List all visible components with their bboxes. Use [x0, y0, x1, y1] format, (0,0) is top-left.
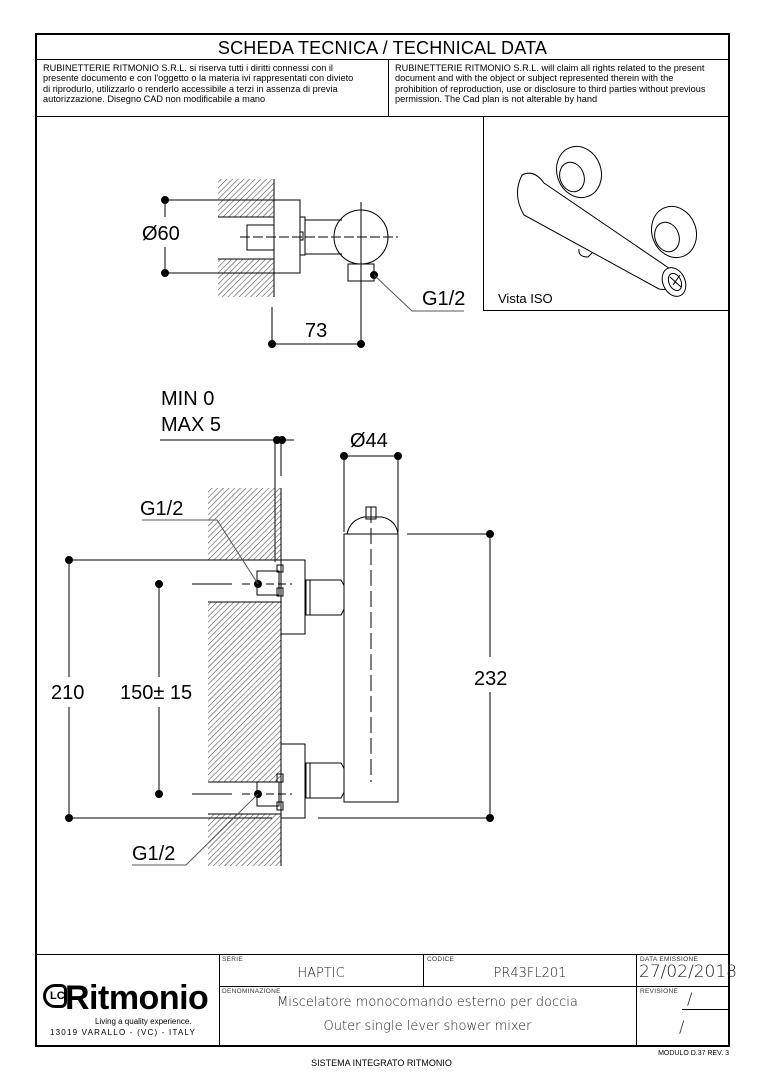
title-block: LC Ritmonio Living a quality experience.… [37, 954, 737, 1046]
denominazione-cell: DENOMINAZIONE Miscelatore monocomando es… [219, 987, 637, 1046]
front-wall-hatch-lower [208, 814, 281, 866]
front-view [65, 436, 494, 866]
min-label: MIN 0 [161, 388, 214, 410]
top-diameter-label: Ø60 [142, 223, 180, 245]
revision-value: / [687, 989, 693, 1008]
iso-view-label: Vista ISO [498, 291, 553, 306]
upper-connection-label: G1/2 [140, 498, 183, 520]
serie-value: HAPTIC [297, 966, 345, 981]
top-wall-hatch-lower [218, 259, 274, 297]
issue-date-value: 27/02/2018 [639, 962, 737, 982]
top-connection-label: G1/2 [422, 288, 465, 310]
upper-rosette [280, 559, 306, 635]
iso-view-drawing [517, 145, 698, 297]
revision-underline [682, 1009, 728, 1010]
logo-tagline: Living a quality experience. [95, 1017, 192, 1026]
iso-view-panel: Vista ISO [483, 117, 728, 311]
body-diameter-label: Ø44 [350, 430, 388, 452]
top-view [161, 179, 464, 348]
center-distance-label: 150± 15 [120, 682, 192, 704]
top-depth-label: 73 [305, 320, 327, 342]
logo-brand: Ritmonio [65, 979, 209, 1017]
revision-label: REVISIONE [640, 988, 679, 995]
logo-mark-icon: LC [43, 984, 67, 1008]
iso-rear-rosette [555, 145, 603, 199]
revision-value-2: / [679, 1017, 685, 1036]
lower-connection-label: G1/2 [132, 843, 175, 865]
rights-notice-italian: RUBINETTERIE RITMONIO S.R.L. si riserva … [37, 59, 389, 117]
front-wall-hatch-middle [208, 602, 281, 782]
drawing-frame: SCHEDA TECNICA / TECHNICAL DATA RUBINETT… [35, 33, 737, 1047]
front-wall-hatch-upper [208, 488, 281, 560]
company-logo: LC Ritmonio Living a quality experience.… [37, 955, 220, 1046]
logo-address: 13019 VARALLO - (VC) - ITALY [50, 1028, 197, 1037]
top-wall-hatch-upper [218, 179, 274, 217]
lower-rosette [280, 743, 306, 819]
sheet-title: SCHEDA TECNICA / TECHNICAL DATA [37, 35, 728, 60]
codice-label: CODICE [427, 956, 455, 963]
codice-cell: CODICE PR43FL201 [424, 955, 637, 987]
denominazione-italian: Miscelatore monocomando esterno per docc… [277, 995, 578, 1010]
footer-system-label: SISTEMA INTEGRATO RITMONIO [311, 1058, 452, 1068]
denominazione-label: DENOMINAZIONE [222, 988, 281, 995]
overall-height-label: 210 [51, 682, 84, 704]
serie-label: SERIE [222, 956, 244, 963]
body-height-label: 232 [474, 668, 507, 690]
issue-date-cell: DATA EMISSIONE 27/02/2018 [637, 955, 737, 987]
serie-cell: SERIE HAPTIC [219, 955, 424, 987]
issue-date-label: DATA EMISSIONE [640, 956, 699, 963]
form-module-id: MODULO D.37 REV. 3 [658, 1050, 729, 1057]
technical-drawing: Ø60 73 G1/2 MIN 0 MAX 5 Ø44 G1/2 210 150… [51, 179, 507, 866]
rights-notice-english: RUBINETTERIE RITMONIO S.R.L. will claim … [389, 59, 728, 117]
codice-value: PR43FL201 [493, 966, 567, 981]
iso-front-rosette [650, 205, 698, 259]
denominazione-english: Outer single lever shower mixer [323, 1019, 532, 1034]
revision-cell: REVISIONE / / [637, 987, 728, 1046]
max-label: MAX 5 [161, 414, 221, 436]
